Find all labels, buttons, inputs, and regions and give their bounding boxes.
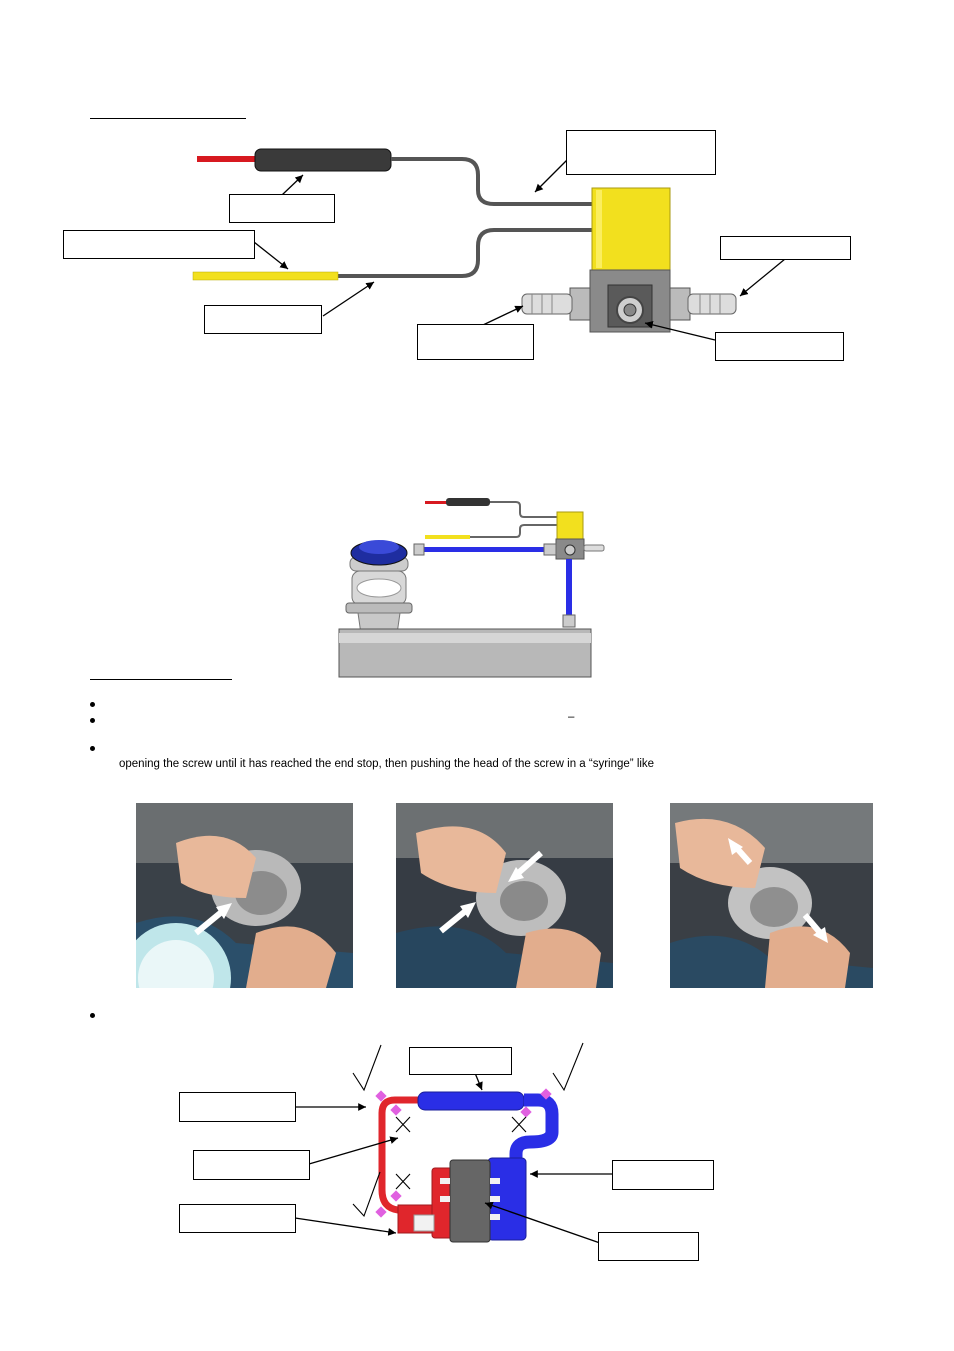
check-mark-icon [352,1044,382,1092]
callout-box-outlet [720,236,851,260]
blue-hose [509,1093,559,1180]
valve-small [556,511,584,540]
marker [390,1190,402,1202]
callout-box-left-1 [179,1092,296,1122]
section-heading-underline-2 [90,679,232,680]
photo-step-2 [396,803,613,988]
marker [520,1106,532,1118]
marker [375,1090,387,1102]
valve-yellow-body [591,187,671,271]
callout-box-left-2 [193,1150,310,1180]
black-sleeve-small [446,498,490,506]
photo-step-1 [136,803,353,988]
lower-wire [335,228,592,278]
dash-mark: – [568,711,575,723]
bullet-icon [90,746,95,751]
marker [390,1104,402,1116]
callout-box-inlet [417,324,534,360]
callout-box-connector [566,130,716,175]
callout-box-right-2 [598,1232,699,1261]
callout-box-yellow-wire [63,230,255,259]
marker [540,1088,552,1100]
hose-routing-diagram [294,1042,612,1244]
engine-block [449,1159,491,1243]
bullet-icon [90,718,95,723]
black-sleeve [254,148,392,172]
installation-diagram [338,498,605,678]
callout-box-screw [715,332,844,361]
callout-box-left-3 [179,1204,296,1233]
check-mark-icon [552,1042,584,1092]
callout-box-sleeve [229,194,335,223]
red-hose [378,1096,420,1216]
callout-box-wire [204,305,322,334]
cross-mark-icon [395,1116,411,1133]
photo-step-3 [670,803,873,988]
yellow-wire [192,271,339,281]
solenoid-valve-diagram [192,148,786,341]
bullet-icon [90,1013,95,1018]
check-mark-icon [352,1171,381,1218]
blue-hose-vertical [566,559,572,617]
red-wire [197,156,257,162]
red-wire-small [425,501,447,504]
blue-hose-top [422,547,546,552]
yellow-wire-small [425,535,470,539]
marker [375,1206,387,1218]
callout-box-hose-top [409,1047,512,1075]
callout-box-right-1 [612,1160,714,1190]
cross-mark-icon [511,1116,527,1133]
section-heading-underline-1 [90,118,246,119]
cross-mark-icon [395,1173,411,1190]
upper-wire [391,157,592,206]
bullet-icon [90,702,95,707]
instruction-screw-text: opening the screw until it has reached t… [119,758,655,770]
blue-hose-sleeve [417,1091,525,1111]
